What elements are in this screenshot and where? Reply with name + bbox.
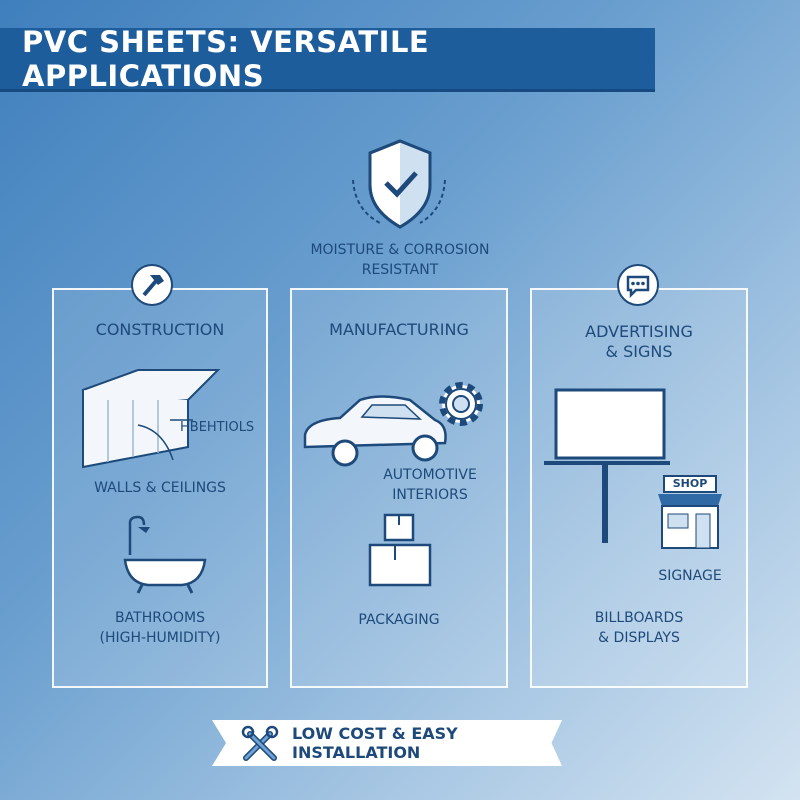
automotive-label: AUTOMOTIVE INTERIORS (360, 465, 500, 505)
bathrooms-label-line2: (HIGH-HUMIDITY) (99, 630, 221, 646)
title-banner: PVC SHEETS: VERSATILE APPLICATIONS (0, 24, 655, 93)
advertising-heading-line2: & SIGNS (605, 342, 673, 361)
billboards-label: BILLBOARDS & DISPLAYS (530, 608, 748, 648)
footer-label: LOW COST & EASY INSTALLATION (292, 724, 458, 762)
tools-icon (241, 725, 279, 761)
hammer-icon (131, 264, 173, 306)
boxes-icon (368, 513, 432, 587)
car-icon (303, 395, 447, 467)
moisture-label: MOISTURE & CORROSION RESISTANT (280, 240, 520, 280)
packaging-label: PACKAGING (358, 612, 440, 628)
shield-check-icon (352, 139, 446, 229)
shop-sign: SHOP (672, 477, 708, 490)
walls-label: WALLS & CEILINGS (94, 480, 226, 496)
manufacturing-heading: MANUFACTURING (329, 320, 469, 339)
advertising-heading-line1: ADVERTISING (585, 322, 693, 341)
shop-icon (658, 475, 722, 549)
billboard-icon (544, 388, 670, 543)
construction-heading: CONSTRUCTION (95, 320, 225, 339)
automotive-label-line1: AUTOMOTIVE (383, 467, 477, 483)
wall-ceiling-icon (82, 369, 221, 469)
bathtub-icon (123, 515, 207, 594)
speech-bubble-icon (617, 264, 659, 306)
billboards-label-line2: & DISPLAYS (598, 630, 680, 646)
billboards-label-line1: BILLBOARDS (594, 610, 684, 626)
signage-label: SIGNAGE (658, 568, 722, 584)
moisture-label-line2: RESISTANT (361, 262, 439, 278)
construction-panel (52, 288, 268, 688)
gear-icon (439, 382, 483, 426)
page-title: PVC SHEETS: VERSATILE APPLICATIONS (22, 24, 430, 93)
manufacturing-panel (290, 288, 508, 688)
bathrooms-label-line1: BATHROOMS (115, 610, 205, 626)
advertising-heading: ADVERTISING & SIGNS (530, 322, 748, 362)
bathrooms-label: BATHROOMS (HIGH-HUMIDITY) (52, 608, 268, 648)
automotive-label-line2: INTERIORS (392, 487, 468, 503)
moisture-label-line1: MOISTURE & CORROSION (310, 242, 490, 258)
wall-callout: HBEHTIOLS (180, 420, 255, 435)
